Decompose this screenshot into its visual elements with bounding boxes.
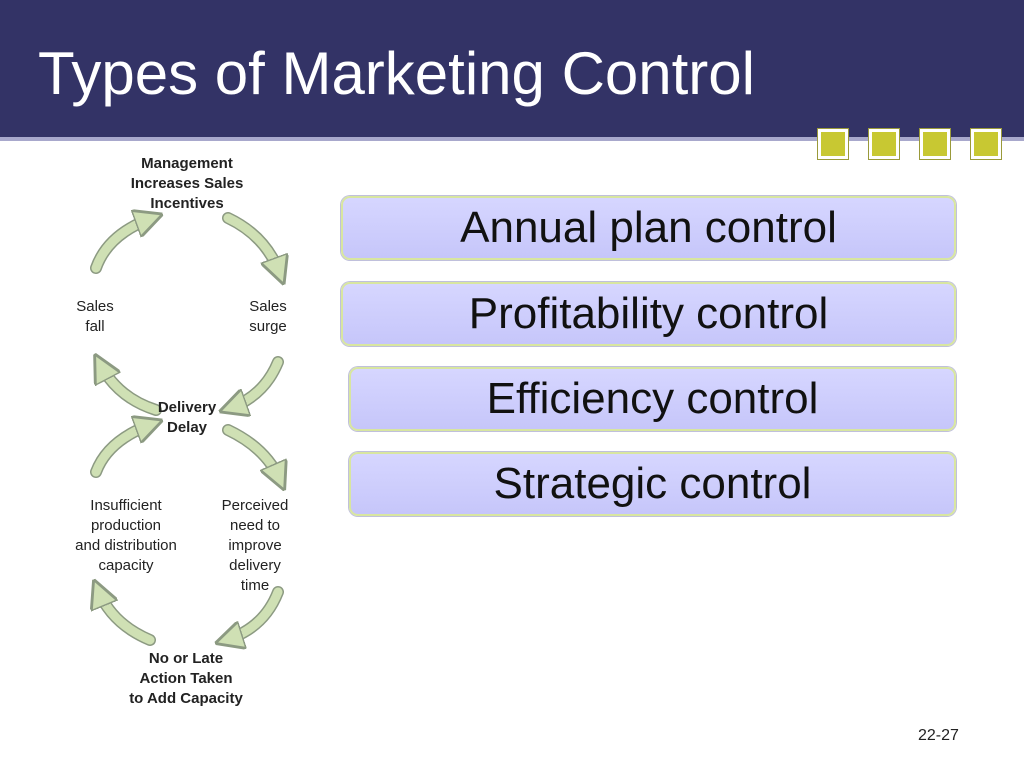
- accent-square-1: [818, 129, 848, 159]
- node-insufficient-capacity: Insufficient production and distribution…: [75, 497, 177, 574]
- slide-title: Types of Marketing Control: [38, 40, 755, 107]
- control-type-label: Profitability control: [468, 289, 829, 338]
- control-type-efficiency: Efficiency control: [349, 367, 956, 431]
- node-delivery-delay: Delivery Delay: [157, 399, 217, 436]
- node-sales-surge: Sales surge: [249, 298, 287, 335]
- node-management-increases-sales-incentives: Management Increases Sales Incentives: [130, 155, 244, 212]
- cycle-arrows: [60, 150, 320, 720]
- node-sales-fall: Sales fall: [76, 298, 114, 335]
- accent-square-2: [869, 129, 899, 159]
- control-type-profitability: Profitability control: [341, 282, 956, 346]
- control-type-annual-plan: Annual plan control: [341, 196, 956, 260]
- node-perceived-need: Perceived need to improve delivery time: [221, 497, 289, 594]
- control-type-strategic: Strategic control: [349, 452, 956, 516]
- control-type-label: Efficiency control: [486, 374, 819, 423]
- accent-square-3: [920, 129, 950, 159]
- control-type-label: Strategic control: [493, 459, 812, 508]
- accent-square-4: [971, 129, 1001, 159]
- slide-number: 22-27: [918, 727, 959, 744]
- delivery-delay-cycle-diagram: Management Increases Sales Incentives Sa…: [60, 150, 320, 720]
- node-no-or-late-action: No or Late Action Taken to Add Capacity: [129, 650, 243, 707]
- title-banner: Types of Marketing Control: [0, 0, 1024, 141]
- control-type-label: Annual plan control: [460, 203, 837, 252]
